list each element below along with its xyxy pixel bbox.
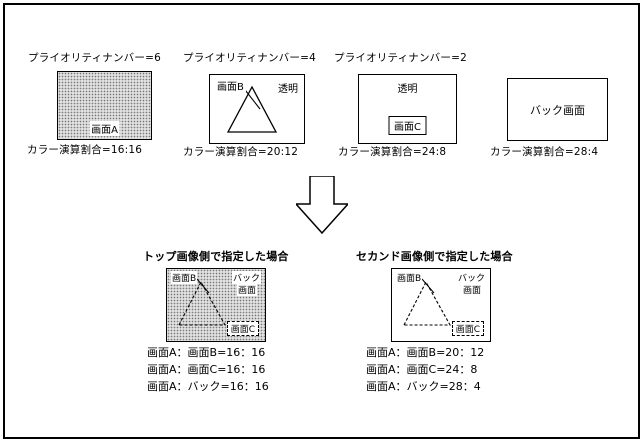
ratio-line: 画面A：画面C=24：8 [366,363,478,376]
composite-screen-c-box: 画面C [451,321,484,336]
ratio-line: 画面A：バック=28：4 [366,380,481,393]
priority-label-a: プライオリティナンバー=6 [28,52,161,64]
composite-screen-c-box: 画面C [226,321,259,336]
composite-back-label-line2: 画面 [236,283,257,296]
ratio-label-back: カラー演算割合=28:4 [490,146,599,158]
down-arrow-icon [296,176,348,234]
ratio-line: 画面A：画面B=20：12 [366,346,485,359]
ratio-label-a: カラー演算割合=16:16 [27,144,143,156]
screen-box-a: 画面A [57,71,152,140]
composite-box-top: 画面B バック 画面 画面C [166,268,266,342]
screen-a-label: 画面A [89,121,120,136]
ratio-line: 画面A：画面B=16：16 [147,346,266,359]
screen-b-label: 画面B [215,78,246,93]
ratio-label-c: カラー演算割合=24:8 [338,146,447,158]
screen-box-c: 透明 画面C [358,74,457,144]
ratio-line: 画面A：バック=16：16 [147,380,269,393]
composite-back-label-line2: 画面 [461,283,482,296]
composite-screen-b-label: 画面B [171,271,198,284]
ratio-label-b: カラー演算割合=20:12 [183,146,299,158]
dashed-triangle-icon [178,278,226,326]
priority-label-c: プライオリティナンバー=2 [334,52,467,64]
composite-ratios-second: 画面A：画面B=20：12 画面A：画面C=24：8 画面A：バック=28：4 [366,344,484,395]
composite-screen-b-label: 画面B [396,271,423,284]
composite-title-top: トップ画像側で指定した場合 [143,250,289,263]
ratio-line: 画面A：画面C=16：16 [147,363,266,376]
screen-c-inner-box: 画面C [388,116,427,135]
transparent-label-b: 透明 [278,84,298,95]
screen-box-b: 画面B 透明 [209,74,305,144]
composite-title-second: セカンド画像側で指定した場合 [356,250,513,263]
composite-ratios-top: 画面A：画面B=16：16 画面A：画面C=16：16 画面A：バック=16：1… [147,344,269,395]
back-screen-label: バック画面 [530,103,585,117]
dashed-triangle-icon [403,278,451,326]
composite-box-second: 画面B バック 画面 画面C [391,268,491,342]
composite-back-label-line1: バック [231,271,261,284]
priority-label-b: プライオリティナンバー=4 [183,52,316,64]
transparent-label-c: 透明 [397,84,418,95]
composite-back-label-line1: バック [456,271,486,284]
back-screen-box: バック画面 [507,78,608,141]
